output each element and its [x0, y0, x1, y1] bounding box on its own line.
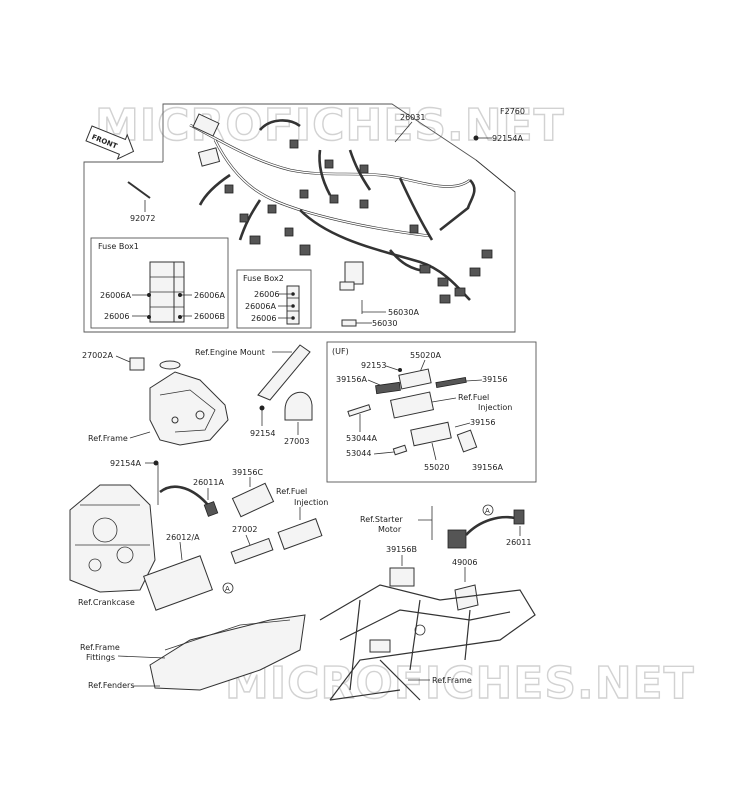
label-56030A: 56030A	[388, 308, 419, 317]
crankcase	[69, 484, 156, 593]
part-39156B	[389, 567, 415, 587]
label-ref-frame-bottom: Ref.Frame	[432, 676, 472, 685]
label-26031: 26031	[400, 113, 425, 122]
label-ref-starter-motor-a: Ref.Starter	[360, 515, 403, 524]
label-39156C: 39156C	[232, 468, 263, 477]
label-ref-starter-motor-b: Motor	[378, 525, 402, 534]
svg-text:92153: 92153	[361, 361, 386, 370]
bracket-assembly: 27002A Ref.Frame	[82, 351, 229, 446]
engine-mount-bracket	[257, 344, 311, 401]
fuse1-label-right-top: 26006A	[194, 291, 225, 300]
label-27002: 27002	[232, 525, 257, 534]
label-56030: 56030	[372, 319, 397, 328]
part-92072: 92072	[127, 181, 155, 223]
starter-relay	[447, 529, 467, 549]
svg-text:26006: 26006	[254, 290, 279, 299]
fuse1-label-left-bottom: 26006	[104, 312, 129, 321]
label-ref-fuel-injection-b: Injection	[294, 498, 328, 507]
part-49006	[454, 584, 479, 611]
part-27003	[284, 391, 313, 421]
svg-text:Fuse Box1: Fuse Box1	[98, 242, 139, 251]
part-27002	[230, 537, 274, 565]
label-27002A: 27002A	[82, 351, 113, 360]
battery	[143, 555, 213, 611]
svg-text:53044: 53044	[346, 449, 371, 458]
svg-text:55020A: 55020A	[410, 351, 441, 360]
svg-text:Fuse Box2: Fuse Box2	[243, 274, 284, 283]
fuse-box-1: Fuse Box1 26006A 26006A 26006 26006B	[90, 237, 229, 329]
svg-text:53044A: 53044A	[346, 434, 377, 443]
svg-text:39156A: 39156A	[472, 463, 503, 472]
label-ref-fenders: Ref.Fenders	[88, 681, 135, 690]
fuel-injection-unit	[277, 518, 323, 550]
watermark-top: MICROFICHES.NET	[95, 100, 565, 151]
label-49006: 49006	[452, 558, 477, 567]
wiring-harness	[189, 113, 493, 304]
fuse-box-2: Fuse Box2 26006 26006A 26006	[236, 269, 312, 329]
part-39156C	[231, 482, 275, 518]
svg-text:Ref.Fuel: Ref.Fuel	[458, 393, 489, 402]
svg-text:26006: 26006	[251, 314, 276, 323]
label-ref-frame-fittings-a: Ref.Frame	[80, 643, 120, 652]
fuse1-label-left-top: 26006A	[100, 291, 131, 300]
svg-text:(UF): (UF)	[332, 347, 349, 356]
svg-text:55020: 55020	[424, 463, 449, 472]
svg-text:26006A: 26006A	[245, 302, 276, 311]
label-27003: 27003	[284, 437, 309, 446]
svg-text:92072: 92072	[130, 214, 155, 223]
label-26012A: 26012/A	[166, 533, 200, 542]
label-26011: 26011	[506, 538, 531, 547]
rear-frame	[319, 584, 536, 701]
label-ref-frame-left: Ref.Frame	[88, 434, 128, 443]
uf-box: (UF) 92153 55020A 39156A 39156 Ref.Fuel …	[326, 341, 537, 483]
label-ref-crankcase: Ref.Crankcase	[78, 598, 135, 607]
svg-text:Injection: Injection	[478, 403, 512, 412]
circle-a-left: A	[225, 585, 230, 593]
label-92154: 92154	[250, 429, 275, 438]
circle-a-right: A	[485, 507, 490, 515]
svg-text:39156: 39156	[470, 418, 495, 427]
figure-code: F2760	[500, 107, 525, 116]
label-ref-frame-fittings-b: Fittings	[86, 653, 115, 662]
fuse1-label-right-bottom: 26006B	[194, 312, 225, 321]
label-ref-engine-mount: Ref.Engine Mount	[195, 348, 265, 357]
label-92154A-mid: 92154A	[110, 459, 141, 468]
label-26011A: 26011A	[193, 478, 224, 487]
svg-text:39156: 39156	[482, 375, 507, 384]
label-92154A-top: 92154A	[492, 134, 523, 143]
watermark-bottom: MICROFICHES.NET	[225, 658, 695, 709]
label-39156B: 39156B	[386, 545, 417, 554]
sensor-cable	[159, 485, 209, 506]
label-ref-fuel-injection-a: Ref.Fuel	[276, 487, 307, 496]
rear-fender	[149, 614, 306, 691]
svg-text:39156A: 39156A	[336, 375, 367, 384]
